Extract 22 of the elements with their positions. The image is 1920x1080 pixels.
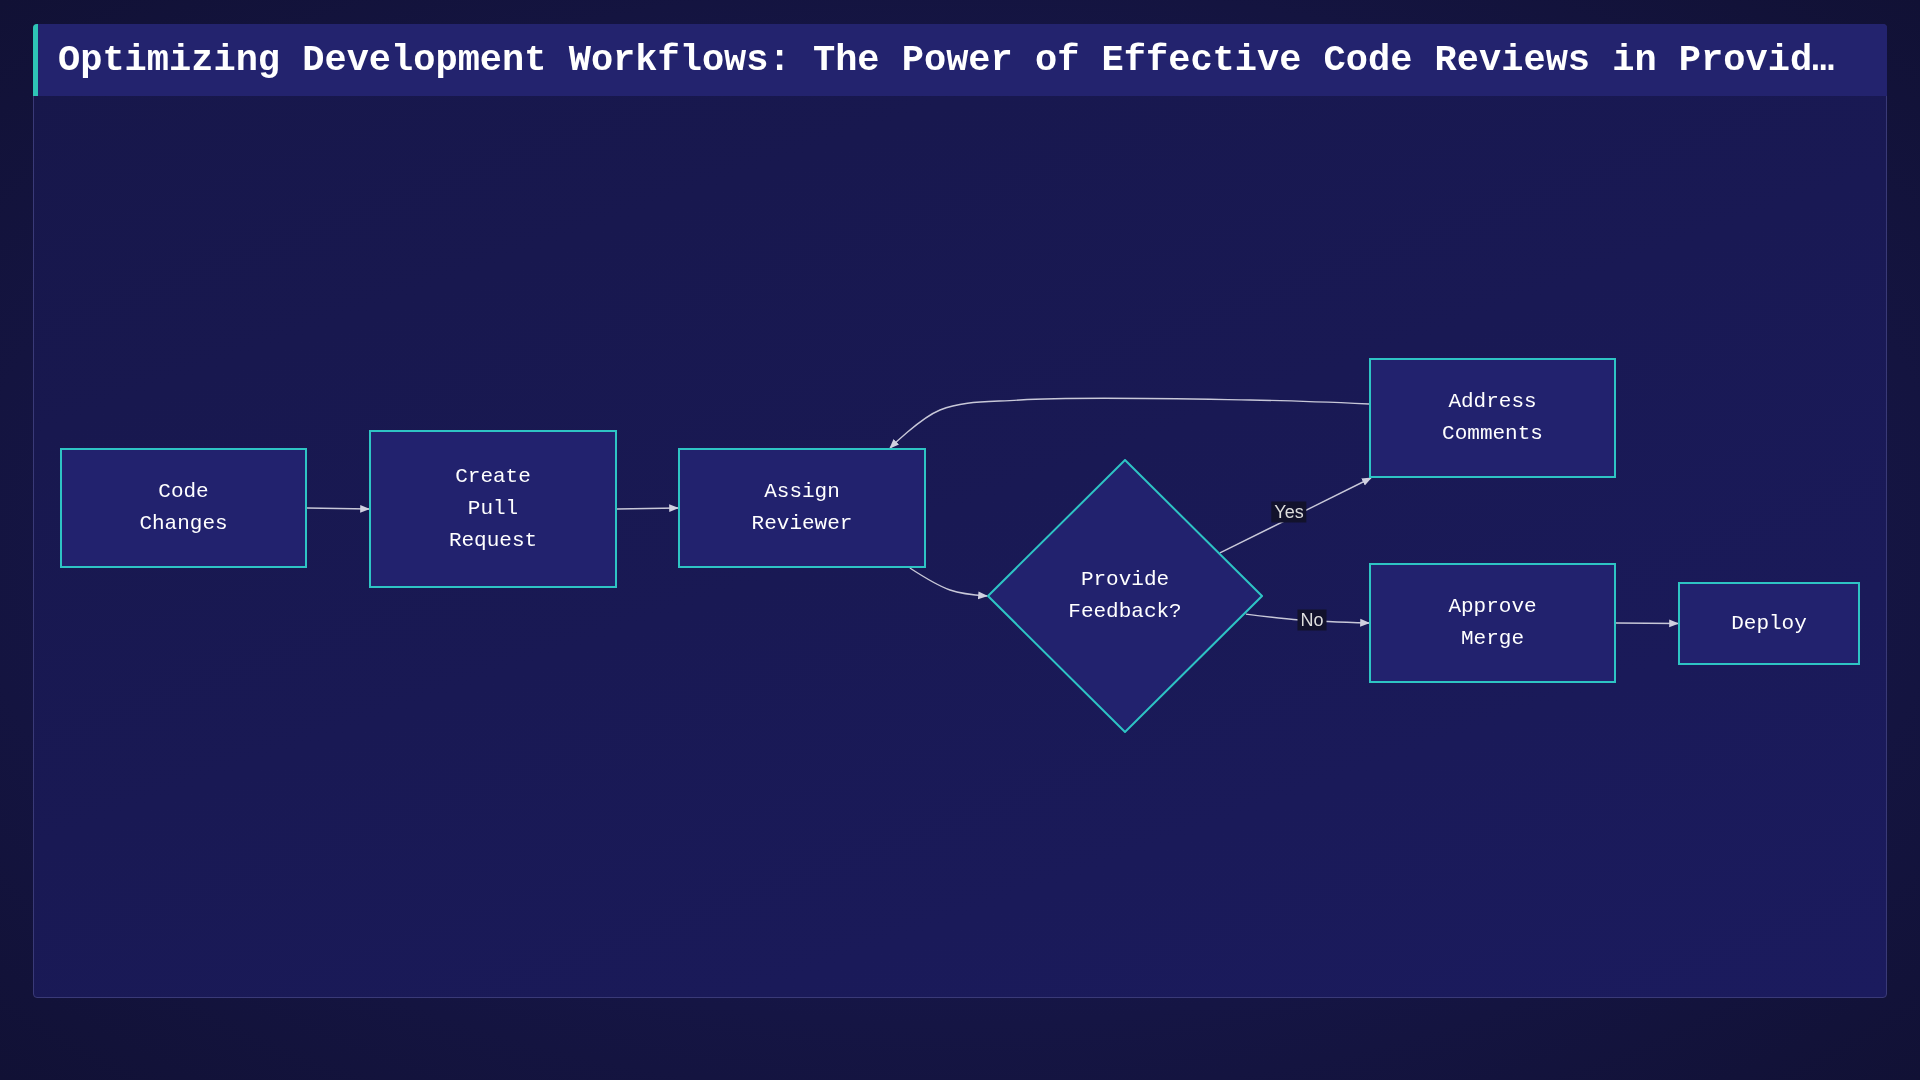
arrow	[889, 397, 1370, 449]
arrow	[616, 504, 679, 513]
arrow	[306, 504, 370, 513]
process-box	[1678, 582, 1860, 665]
node-label: Assign Reviewer	[750, 479, 854, 537]
node-label: Approve Merge	[1447, 594, 1538, 652]
arrow	[1615, 619, 1679, 628]
process-box	[1369, 358, 1616, 478]
process-box	[60, 448, 307, 568]
node-label: Address Comments	[1441, 389, 1544, 447]
process-box	[1369, 563, 1616, 683]
process-box	[369, 430, 617, 588]
title-bar: Optimizing Development Workflows: The Power of Effective Code Reviews in Provid…	[33, 24, 1887, 96]
edge-label: Yes	[1271, 501, 1307, 523]
node-label: Provide Feedback?	[1067, 567, 1183, 625]
node-label: Code Changes	[138, 479, 229, 537]
arrow	[909, 567, 988, 600]
process-box	[678, 448, 926, 568]
edge-label: No	[1297, 609, 1327, 631]
node-label: Create Pull Request	[447, 464, 539, 554]
decision-diamond	[987, 459, 1263, 733]
node-label: Deploy	[1731, 610, 1807, 637]
